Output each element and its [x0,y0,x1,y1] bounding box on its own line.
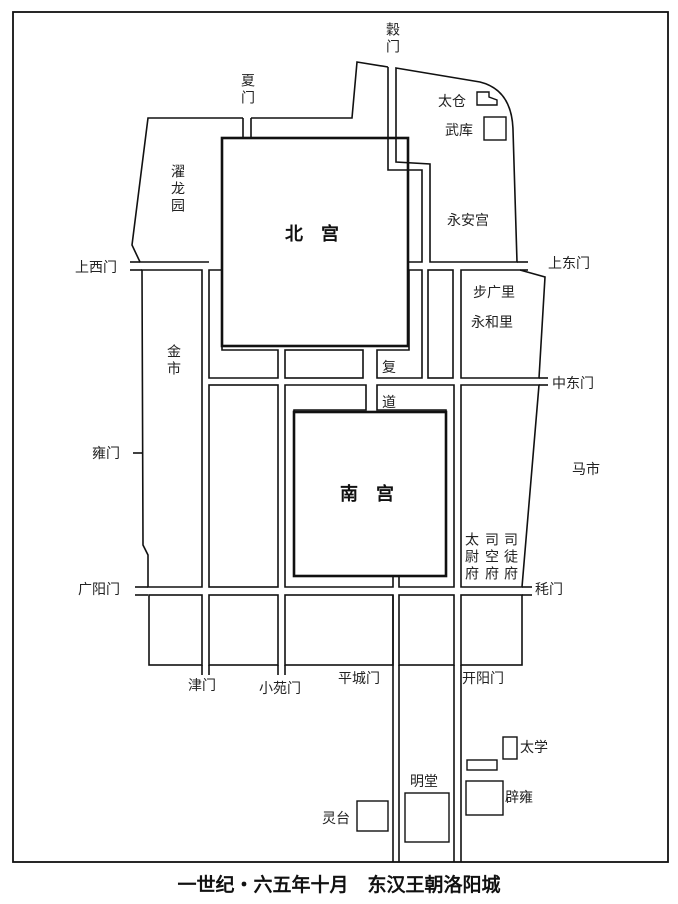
mingtang-building [404,792,450,843]
xia-gate-label: 夏门 [239,73,255,107]
sikongfu-label: 司空府 [483,532,499,583]
fu-label: 复 [382,359,396,376]
taiweifu-label: 太尉府 [463,532,479,583]
north-palace-label: 北 宫 [285,223,339,245]
shangxi-gate-label: 上西门 [75,260,117,276]
north-wall-middle [251,61,389,119]
mashi-label: 马市 [572,461,600,478]
block-sw-3 [284,594,394,666]
map-frame [12,11,669,863]
pingcheng-gate-label: 平城门 [338,671,380,687]
yonganggong-label: 永安宫 [447,213,489,229]
biyong-building [465,780,504,816]
zhongdong-gate-label: 中东门 [552,376,594,392]
mao-gate-label: 秏门 [535,582,563,598]
gu-gate-label: 穀门 [384,22,400,56]
guangyang-gate-label: 广阳门 [78,582,120,598]
block-s-4 [398,594,455,666]
shangdong-gate-label: 上东门 [548,256,590,272]
fu-block [376,269,423,379]
taixue-label: 太学 [520,740,548,756]
block-south-palace-west [284,384,394,588]
buguangli-label: 步广里 [473,285,515,301]
zhuolongyuan-label: 濯龙园 [169,164,185,215]
block-sw-2 [208,594,279,666]
ministry-labels: 太尉府 司空府 司徒府 [463,532,518,583]
south-palace-label: 南 宫 [340,483,394,505]
block-west-of-south-palace [208,384,279,588]
wuku-building [483,116,507,141]
north-east-wall [395,67,518,263]
taixue-building [502,736,518,760]
mingtang-label: 明堂 [410,774,438,790]
taixue-annex-building [466,759,498,771]
block-below-north-palace [284,349,364,379]
yongheli-label: 永和里 [471,315,513,331]
buguangli-block [460,269,546,379]
jin-gate-label: 津门 [188,678,216,694]
biyong-label: 辟雍 [505,790,533,806]
map-title: 一世纪・六五年十月 东汉王朝洛阳城 [177,873,500,896]
xiaoyuan-gate-label: 小苑门 [259,681,301,697]
ministries-block [460,384,540,588]
block-narrow-east [427,269,454,379]
dao-block [376,384,455,588]
yong-gate-label: 雍门 [92,446,120,462]
block-sw-1 [148,594,203,666]
gu-gate-road [387,67,423,263]
block-west-of-north-palace [208,269,279,379]
kaiyang-gate-label: 开阳门 [462,671,504,687]
dao-label: 道 [382,395,396,411]
taicang-building [476,91,498,106]
wuku-label: 武库 [445,123,473,139]
jinshi-block [141,269,203,588]
taicang-label: 太仓 [438,94,466,110]
north-palace [220,136,410,348]
situfu-label: 司徒府 [502,532,518,583]
lingtai-building [356,800,389,832]
north-west-wall [131,117,243,263]
lingtai-label: 灵台 [322,811,350,827]
jinshi-label: 金市 [165,344,181,378]
block-se-5 [460,594,523,666]
